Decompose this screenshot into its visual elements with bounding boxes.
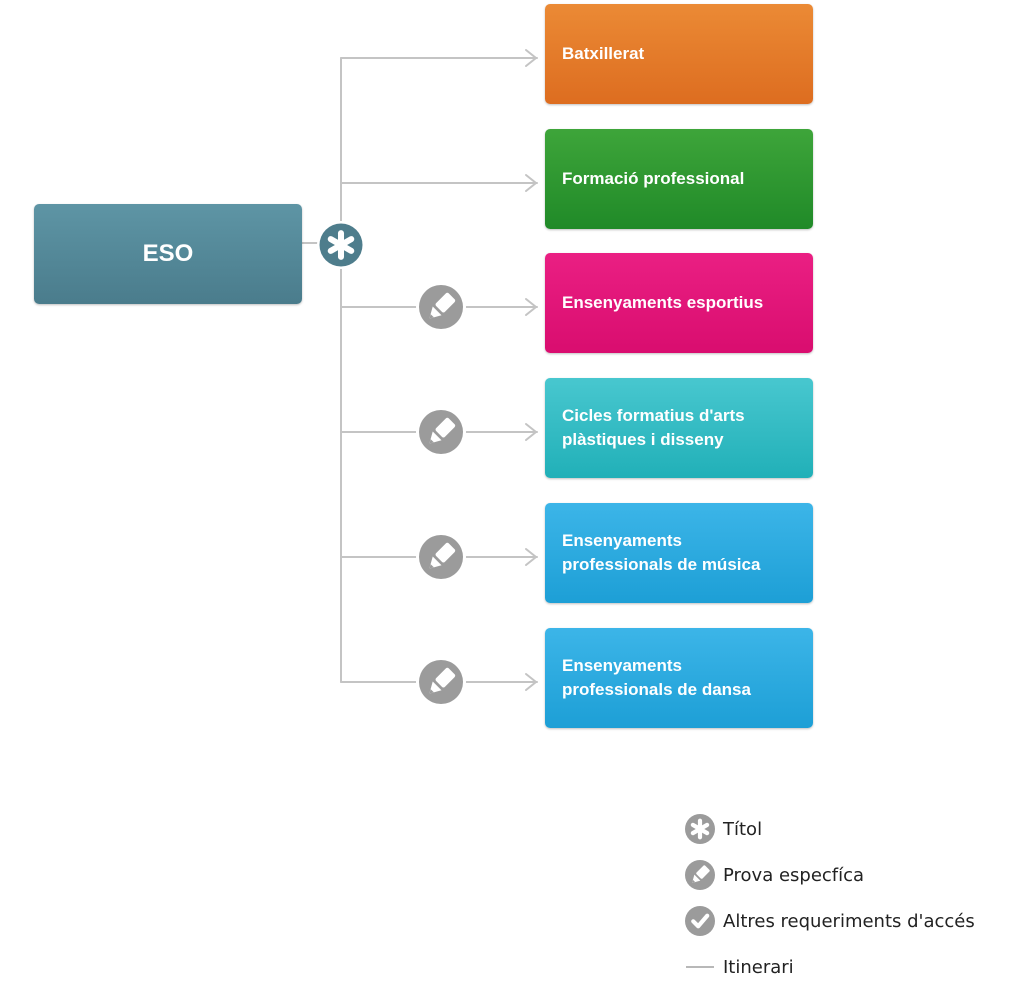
title-marker-icon bbox=[317, 221, 365, 269]
legend-label: Itinerari bbox=[723, 956, 794, 978]
target-label-line: Ensenyaments esportius bbox=[562, 293, 764, 312]
target-label-line: Batxillerat bbox=[562, 44, 645, 63]
target-box-6: Ensenyaments professionals de dansa bbox=[545, 628, 813, 728]
arrowhead-icon bbox=[525, 49, 538, 67]
checkmark-icon bbox=[684, 905, 716, 937]
source-box-eso: ESO bbox=[34, 204, 302, 304]
target-label: Cicles formatius d'arts plàstiques i diss… bbox=[562, 404, 745, 452]
target-label-line: Ensenyaments bbox=[562, 656, 682, 675]
target-label: Formació professional bbox=[562, 167, 744, 191]
line-icon bbox=[684, 951, 716, 983]
arrowhead-icon bbox=[525, 673, 538, 691]
target-box-1: Batxillerat bbox=[545, 4, 813, 104]
pencil-icon bbox=[416, 532, 466, 582]
pencil-icon bbox=[684, 859, 716, 891]
target-label: Ensenyaments esportius bbox=[562, 291, 763, 315]
connector-lines bbox=[301, 49, 538, 691]
target-label-line: professionals de dansa bbox=[562, 680, 751, 699]
arrowhead-icon bbox=[525, 174, 538, 192]
target-label-line: professionals de música bbox=[562, 555, 761, 574]
legend-item: Títol bbox=[684, 812, 1014, 846]
arrowhead-icon bbox=[525, 423, 538, 441]
legend-item: Prova especfíca bbox=[684, 858, 1014, 892]
target-label-line: Formació professional bbox=[562, 169, 745, 188]
pencil-icon bbox=[416, 282, 466, 332]
markers bbox=[317, 221, 466, 707]
legend-label: Prova especfíca bbox=[723, 864, 865, 886]
arrowhead-icon bbox=[525, 298, 538, 316]
target-label: Ensenyaments professionals de dansa bbox=[562, 654, 751, 702]
legend-item: Altres requeriments d'accés bbox=[684, 904, 1014, 938]
legend-label: Títol bbox=[723, 818, 763, 840]
target-label-line: plàstiques i disseny bbox=[562, 430, 724, 449]
arrowhead-icon bbox=[525, 548, 538, 566]
target-box-3: Ensenyaments esportius bbox=[545, 253, 813, 353]
legend-item: Itinerari bbox=[684, 950, 1014, 984]
target-box-4: Cicles formatius d'arts plàstiques i diss… bbox=[545, 378, 813, 478]
legend-label: Altres requeriments d'accés bbox=[723, 910, 975, 932]
target-label: Batxillerat bbox=[562, 42, 644, 66]
target-box-5: Ensenyaments professionals de música bbox=[545, 503, 813, 603]
source-label: ESO bbox=[142, 240, 194, 267]
asterisk-icon bbox=[684, 813, 716, 845]
pencil-icon bbox=[416, 407, 466, 457]
target-label-line: Ensenyaments bbox=[562, 531, 682, 550]
target-label-line: Cicles formatius d'arts bbox=[562, 406, 745, 425]
pencil-icon bbox=[416, 657, 466, 707]
target-label: Ensenyaments professionals de música bbox=[562, 529, 760, 577]
target-box-2: Formació professional bbox=[545, 129, 813, 229]
